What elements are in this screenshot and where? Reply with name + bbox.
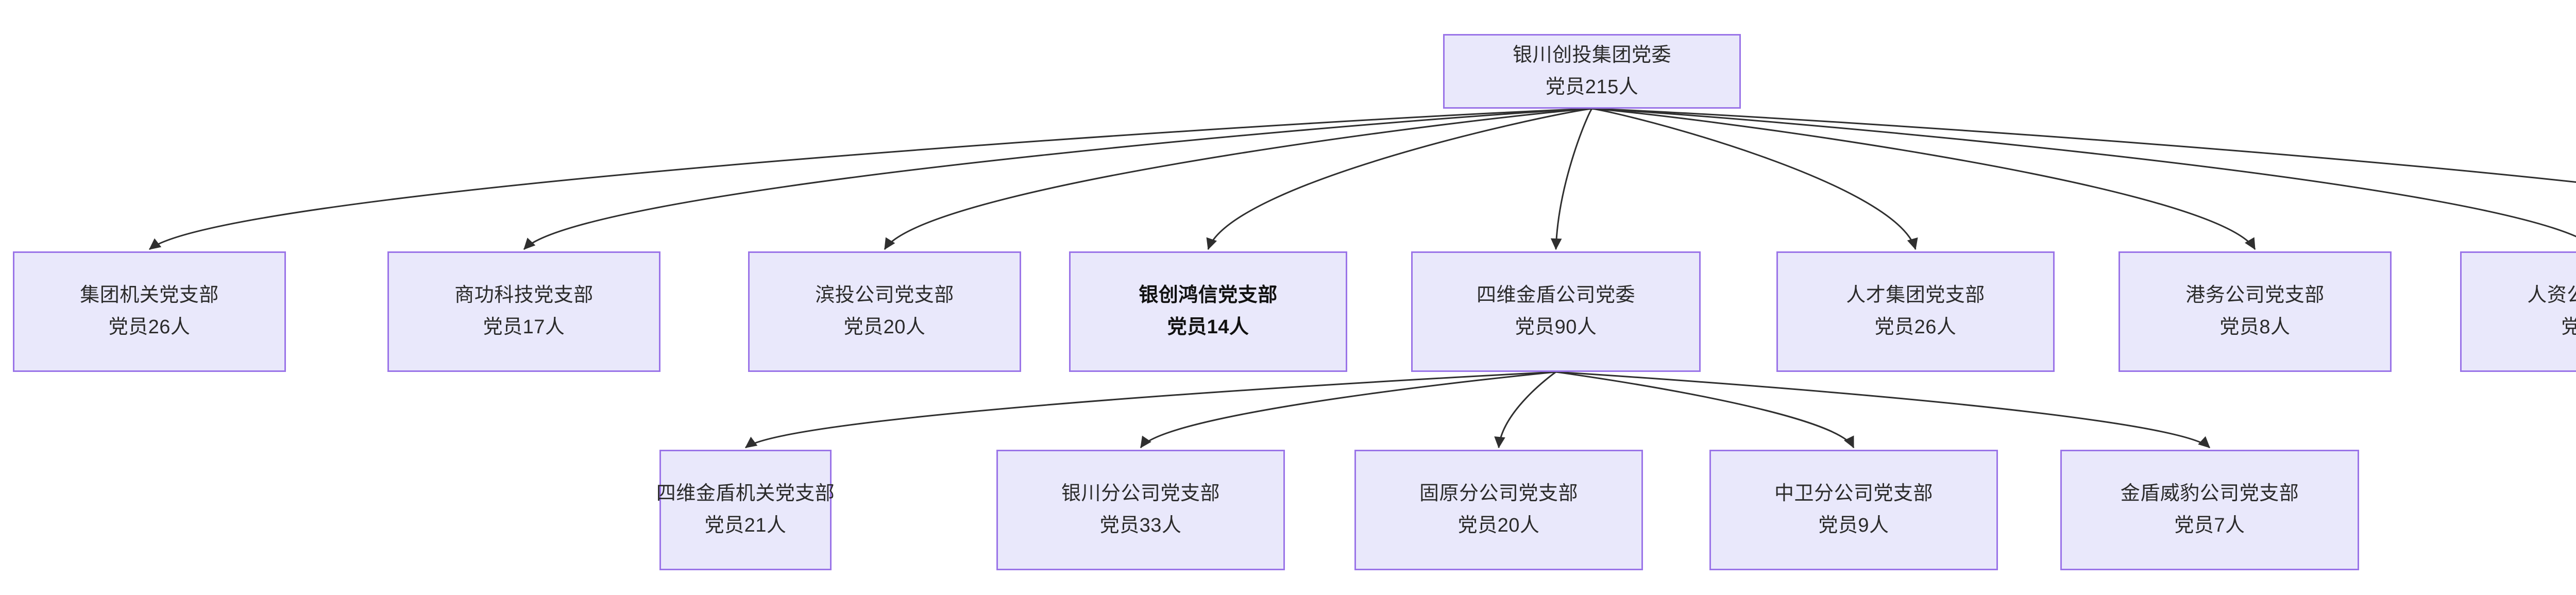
- org-node-rencai[interactable]: 人才集团党支部党员26人: [1776, 251, 2055, 372]
- org-node-title: 银川分公司党支部: [1061, 483, 1220, 505]
- edge-siweijindun-to-jindunweibao: [1555, 371, 2211, 449]
- edge-root-to-gangwu: [1591, 108, 2256, 250]
- org-node-title: 金盾威豹公司党支部: [2120, 483, 2299, 505]
- org-node-title: 四维金盾公司党委: [1476, 284, 1635, 307]
- org-node-title: 港务公司党支部: [2185, 284, 2325, 307]
- org-node-member-count: 党员20人: [843, 316, 926, 338]
- org-node-member-count: 党员8人: [2219, 316, 2291, 338]
- org-node-member-count: 党员33人: [1099, 515, 1182, 536]
- org-node-siweijindun[interactable]: 四维金盾公司党委党员90人: [1411, 251, 1701, 372]
- edge-root-to-shanggong: [523, 108, 1592, 250]
- org-node-member-count: 党员215人: [1545, 76, 1639, 98]
- edge-root-to-landun: [1591, 108, 2576, 183]
- org-node-swjdjiguan[interactable]: 四维金盾机关党支部党员21人: [656, 450, 835, 570]
- org-node-title: 人资公司党支部: [2527, 284, 2576, 307]
- edge-siweijindun-to-zhongweifen: [1555, 371, 1855, 449]
- edge-siweijindun-to-yinchuanfen: [1140, 371, 1556, 448]
- org-node-member-count: 党员5人: [2561, 316, 2576, 338]
- edge-siweijindun-to-guyuanfen: [1494, 371, 1556, 449]
- org-node-jindunweibao[interactable]: 金盾威豹公司党支部党员7人: [2060, 450, 2359, 570]
- org-node-title: 四维金盾机关党支部: [656, 483, 835, 505]
- org-node-title: 滨投公司党支部: [815, 284, 954, 307]
- org-node-title: 中卫分公司党支部: [1774, 483, 1933, 505]
- org-node-yinchuanfen[interactable]: 银川分公司党支部党员33人: [996, 450, 1285, 570]
- org-node-member-count: 党员90人: [1515, 316, 1597, 338]
- edge-root-to-siweijindun: [1550, 108, 1593, 250]
- org-node-guyuanfen[interactable]: 固原分公司党支部党员20人: [1354, 450, 1643, 570]
- org-node-title: 银创鸿信党支部: [1139, 284, 1278, 307]
- org-node-bintou[interactable]: 滨投公司党支部党员20人: [748, 251, 1021, 372]
- org-node-gangwu[interactable]: 港务公司党支部党员8人: [2119, 251, 2392, 372]
- org-node-member-count: 党员9人: [1818, 515, 1889, 536]
- org-node-renzi[interactable]: 人资公司党支部党员5人: [2460, 251, 2576, 372]
- org-node-yinchuang[interactable]: 银创鸿信党支部党员14人: [1069, 251, 1347, 372]
- org-node-member-count: 党员21人: [704, 515, 787, 536]
- org-node-title: 银川创投集团党委: [1512, 44, 1671, 66]
- org-node-member-count: 党员20人: [1458, 515, 1540, 536]
- org-node-zhongweifen[interactable]: 中卫分公司党支部党员9人: [1709, 450, 1998, 570]
- org-node-shanggong[interactable]: 商功科技党支部党员17人: [387, 251, 660, 372]
- edge-root-to-jituanjiguan: [149, 108, 1592, 250]
- org-node-root[interactable]: 银川创投集团党委党员215人: [1443, 34, 1741, 109]
- edge-root-to-rencai: [1591, 108, 1918, 250]
- org-node-jituanjiguan[interactable]: 集团机关党支部党员26人: [13, 251, 286, 372]
- org-node-member-count: 党员7人: [2174, 515, 2245, 536]
- org-node-title: 人才集团党支部: [1846, 284, 1985, 307]
- org-node-member-count: 党员26人: [108, 316, 191, 338]
- edge-siweijindun-to-swjdjiguan: [745, 371, 1556, 449]
- org-node-title: 商功科技党支部: [454, 284, 594, 307]
- edge-root-to-yinchuang: [1206, 108, 1592, 250]
- org-node-title: 固原分公司党支部: [1419, 483, 1578, 505]
- edge-root-to-renzi: [1591, 108, 2576, 237]
- org-node-member-count: 党员14人: [1167, 316, 1249, 338]
- org-node-title: 集团机关党支部: [80, 284, 219, 307]
- org-node-member-count: 党员17人: [483, 316, 565, 338]
- org-node-member-count: 党员26人: [1874, 316, 1957, 338]
- edge-root-to-bintou: [884, 108, 1592, 250]
